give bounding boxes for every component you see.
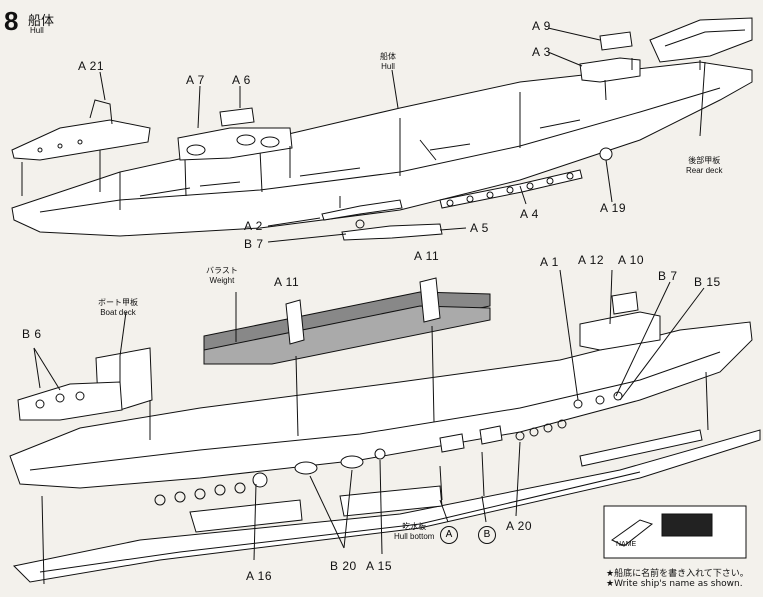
- hull-callout-jp: 船体: [380, 52, 396, 61]
- part-label-a15: A 15: [366, 559, 393, 573]
- part-label-b7-lower: B 7: [658, 269, 678, 283]
- step-number: 8: [4, 6, 19, 36]
- part-label-a11-left: A 11: [274, 275, 300, 289]
- rear-deck-callout-en: Rear deck: [686, 166, 723, 175]
- hull-callout-en: Hull: [381, 62, 395, 71]
- part-label-a19: A 19: [600, 201, 627, 215]
- boat-deck-callout-en: Boat deck: [100, 308, 136, 317]
- weight-callout-jp: バラスト: [206, 266, 238, 275]
- part-label-a12: A 12: [578, 253, 605, 267]
- part-label-a2: A 2: [244, 219, 263, 233]
- part-label-b7-upper: B 7: [244, 237, 264, 251]
- part-label-a11-right: A 11: [414, 249, 440, 263]
- note-en: ★Write ship's name as shown.: [606, 579, 743, 589]
- note-jp: ★船底に名前を書き入れて下さい。: [606, 569, 749, 579]
- part-label-a4: A 4: [520, 207, 539, 221]
- marker-a: A: [440, 526, 458, 544]
- part-label-a6: A 6: [232, 73, 251, 87]
- part-label-a9: A 9: [532, 19, 551, 33]
- step-title-en: Hull: [30, 26, 44, 35]
- hull-bottom-callout-jp: 吃水板: [402, 522, 427, 531]
- weight-callout-en: Weight: [209, 276, 235, 285]
- part-label-b20: B 20: [330, 559, 357, 573]
- nameplate-example: [603, 505, 747, 559]
- marker-b: B: [478, 526, 496, 544]
- boat-deck-callout-jp: ボート甲板: [98, 298, 138, 307]
- part-label-a20: A 20: [506, 519, 533, 533]
- part-label-a3: A 3: [532, 45, 551, 59]
- part-label-a7: A 7: [186, 73, 205, 87]
- part-label-a21: A 21: [78, 59, 105, 73]
- rear-deck-callout-jp: 後部甲板: [688, 156, 721, 165]
- part-label-a1: A 1: [540, 255, 559, 269]
- lower-hull-illustration: [9, 269, 761, 585]
- part-label-a10: A 10: [618, 253, 645, 267]
- part-label-b15: B 15: [694, 275, 721, 289]
- upper-hull-illustration: [11, 17, 753, 243]
- part-label-b6: B 6: [22, 327, 42, 341]
- hull-bottom-callout-en: Hull bottom: [394, 532, 435, 541]
- part-label-a16: A 16: [246, 569, 273, 583]
- part-label-a5: A 5: [470, 221, 489, 235]
- nameplate-text: NAME: [616, 541, 637, 548]
- step-title-jp: 船体: [28, 14, 55, 29]
